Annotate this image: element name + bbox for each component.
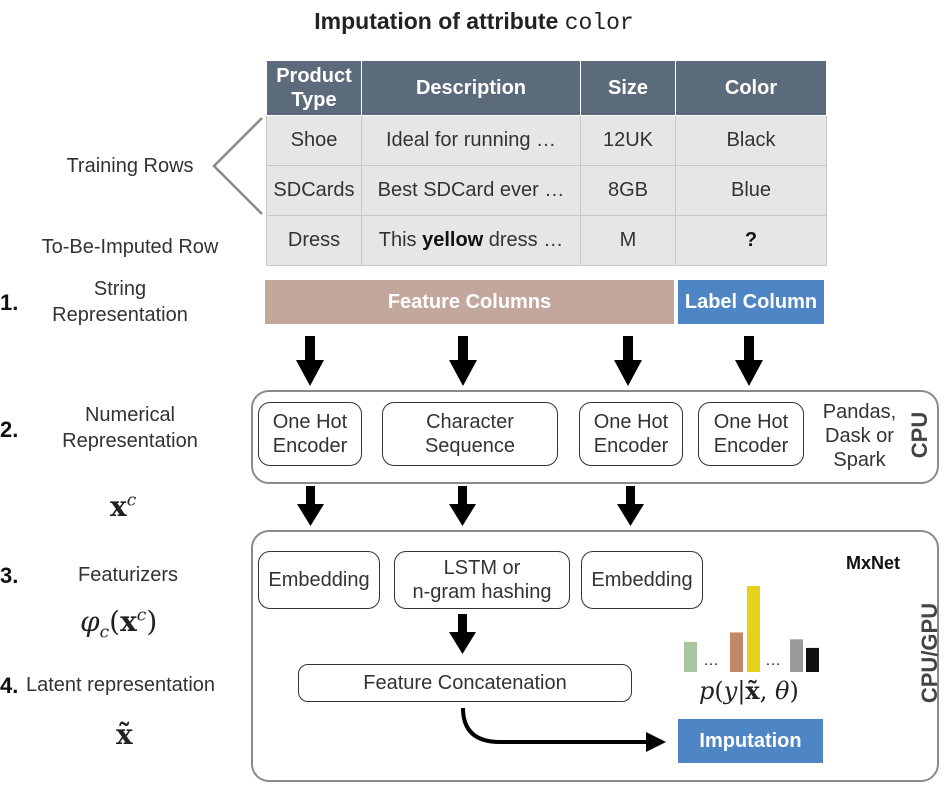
math-xc: xc — [110, 490, 137, 523]
histogram-ellipsis-2: … — [765, 652, 781, 669]
math-phi: φc(xc) — [80, 605, 158, 643]
histogram-bar — [684, 641, 697, 672]
down-arrow-2 — [449, 336, 477, 386]
down-arrow-4 — [735, 336, 763, 386]
cell-size: M — [580, 215, 676, 266]
to-be-imputed-label: To-Be-Imputed Row — [41, 236, 219, 258]
cell-color-missing: ? — [675, 215, 827, 266]
enc2-line-2: Sequence — [424, 435, 516, 457]
down-arrow-7 — [617, 486, 644, 526]
desc-pre: This — [378, 229, 423, 251]
enc2-line-1: Character — [426, 411, 514, 433]
mxnet-label: MxNet — [846, 553, 901, 573]
down-arrow-6 — [449, 486, 476, 526]
enc3-line-2: Encoder — [593, 435, 669, 457]
desc-bold: yellow — [422, 229, 484, 251]
lstm-line-2: n-gram hashing — [412, 581, 552, 603]
header-product-type: Product Type — [266, 60, 362, 116]
cell-size: 8GB — [580, 165, 676, 216]
concat-arrow-head — [646, 732, 666, 752]
histogram-bar — [747, 586, 760, 672]
header-color: Color — [675, 60, 827, 116]
cell-color: Blue — [675, 165, 827, 216]
data-table: Product Type Description Size Color Shoe… — [266, 60, 827, 266]
down-arrow-5 — [297, 486, 324, 526]
down-arrow-lstm — [449, 614, 476, 654]
table-row-to-impute: Dress This yellow dress … M ? — [266, 215, 827, 266]
embedding-1: Embedding — [258, 551, 380, 609]
enc4-line-2: Encoder — [713, 435, 789, 457]
histogram-bar — [806, 647, 819, 672]
libs-line-2: Dask or — [825, 425, 894, 447]
training-rows-label: Training Rows — [66, 155, 194, 177]
enc1-line-1: One Hot — [272, 411, 348, 433]
cell-color: Black — [675, 115, 827, 166]
step-2-number: 2. — [0, 417, 19, 442]
diagram-title: Imputation of attribute color — [0, 8, 948, 36]
cell-type: Dress — [266, 215, 362, 266]
label-column-bar: Label Column — [678, 280, 824, 324]
enc4-line-1: One Hot — [713, 411, 789, 433]
table-row: Shoe Ideal for running … 12UK Black — [266, 115, 827, 166]
embedding-2: Embedding — [581, 551, 703, 609]
table-header-row: Product Type Description Size Color — [266, 60, 827, 116]
down-arrow-3 — [614, 336, 642, 386]
imputation-output: Imputation — [678, 719, 823, 763]
feature-columns-bar: Feature Columns — [265, 280, 674, 324]
libs-line-3: Spark — [833, 449, 886, 471]
step-4-label: Latent representation — [26, 674, 216, 696]
step-1-number: 1. — [0, 290, 19, 315]
step-1-line-1: String — [93, 278, 147, 300]
step-1-line-2: Representation — [52, 304, 188, 326]
step-3-label: Featurizers — [77, 564, 179, 586]
step-4-number: 4. — [0, 673, 19, 698]
step-2-line-2: Representation — [62, 430, 198, 452]
math-x-tilde: x̃ — [116, 718, 133, 751]
cell-type: Shoe — [266, 115, 362, 166]
title-prefix: Imputation of attribute — [314, 8, 565, 34]
step-2-line-1: Numerical — [84, 404, 176, 426]
feature-concatenation: Feature Concatenation — [298, 664, 632, 702]
step-1-label: String Representation — [30, 276, 210, 328]
down-arrow-1 — [296, 336, 324, 386]
title-attribute: color — [564, 10, 634, 36]
probability-histogram — [684, 586, 819, 672]
lstm-line-1: LSTM or — [443, 557, 521, 579]
step-3-number: 3. — [0, 563, 19, 588]
enc3-line-1: One Hot — [593, 411, 669, 433]
cell-description: Ideal for running … — [361, 115, 581, 166]
concat-to-imputation-arrow — [461, 707, 652, 744]
step-2-label: Numerical Representation — [40, 402, 220, 454]
libraries-label: Pandas, Dask or Spark — [812, 400, 907, 472]
histogram-bar — [730, 632, 743, 672]
cell-size: 12UK — [580, 115, 676, 166]
training-rows-bracket — [212, 117, 263, 215]
libs-line-1: Pandas, — [822, 401, 897, 423]
histogram-ellipsis-1: … — [703, 652, 719, 669]
header-description: Description — [361, 60, 581, 116]
table-row: SDCards Best SDCard ever … 8GB Blue — [266, 165, 827, 216]
desc-post: dress … — [483, 229, 564, 251]
cpu-gpu-side-label: CPU/GPU — [917, 602, 942, 704]
cell-description: Best SDCard ever … — [361, 165, 581, 216]
histogram-bar — [790, 639, 803, 672]
enc1-line-2: Encoder — [272, 435, 348, 457]
cell-type: SDCards — [266, 165, 362, 216]
math-p-y-given-x: p(y|x̃, θ) — [699, 676, 799, 705]
cell-description: This yellow dress … — [361, 215, 581, 266]
